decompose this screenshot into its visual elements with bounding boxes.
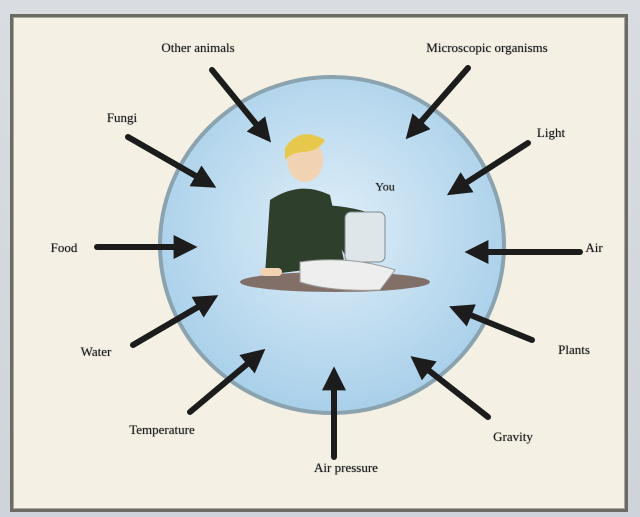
label-water: Water [81,344,112,360]
label-other-animals: Other animals [161,40,234,56]
label-gravity: Gravity [493,429,533,445]
arrow-gravity [418,362,488,417]
label-temperature: Temperature [129,422,195,438]
label-you: You [375,180,394,195]
label-air: Air [585,240,602,256]
label-fungi: Fungi [107,110,137,126]
label-food: Food [51,240,78,256]
label-microscopic-organisms: Microscopic organisms [426,40,547,56]
label-plants: Plants [558,342,590,358]
label-air-pressure: Air pressure [314,460,378,476]
label-light: Light [537,125,565,141]
